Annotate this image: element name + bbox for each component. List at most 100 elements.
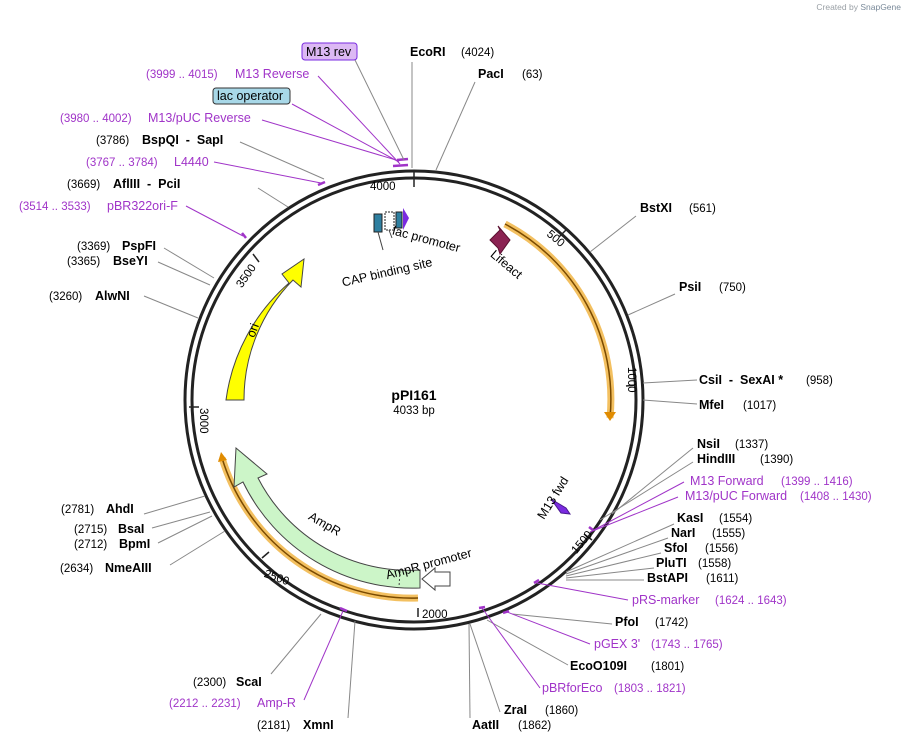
site-pos-pfoi: (1742) <box>655 617 688 629</box>
feature-label-ori: ori <box>244 321 262 339</box>
credit-prefix: Created by <box>816 2 858 12</box>
primer-pos-m13-forward: (1399 .. 1416) <box>781 476 853 488</box>
primer-label-m13-reverse: M13 Reverse <box>235 67 309 81</box>
site-pos-ecori: (4024) <box>461 47 494 59</box>
site-pos-aatii: (1862) <box>518 720 551 732</box>
primer-label-prs-marker: pRS-marker <box>632 593 699 607</box>
tick-mark-1000 <box>625 384 637 387</box>
site-pos-mfei: (1017) <box>743 400 776 412</box>
site-label-sfoi: SfoI <box>664 541 688 555</box>
site-label-kasi: KasI <box>677 511 703 525</box>
tick-mark-1500 <box>583 533 593 541</box>
site-label-bstapi: BstAPI <box>647 571 688 585</box>
site-label-zrai: ZraI <box>504 703 527 717</box>
tick-label-3000: 3000 <box>197 408 209 434</box>
leader-pbrforeco <box>481 607 541 689</box>
primer-pos-m13-puc-forward: (1408 .. 1430) <box>800 491 872 503</box>
ampr-arrow <box>233 446 421 589</box>
ampr-orf-line <box>221 457 419 599</box>
m13-rev-label-box <box>301 42 358 61</box>
site-pos-csii-sexai: (958) <box>806 375 833 387</box>
leader-ahdi <box>143 495 206 515</box>
site-label-csii-sexai: CsiI - SexAI * <box>699 373 783 387</box>
cap-callout <box>377 231 384 251</box>
site-pos-bsai: (2715) <box>74 524 107 536</box>
feature-label-cap-binding-site: CAP binding site <box>341 255 434 289</box>
site-label-nari: NarI <box>671 526 695 540</box>
site-label-scai: ScaI <box>236 675 262 689</box>
leader-nari <box>565 537 669 575</box>
site-pos-kasi: (1554) <box>719 513 752 525</box>
leader-alwni <box>143 295 199 319</box>
site-label-afliii-pcii: AflIII - PciI <box>113 177 180 191</box>
site-label-bseyi: BseYI <box>113 254 148 268</box>
tick-mark-3500 <box>252 253 260 263</box>
primer-label-pbr322ori-f: pBR322ori-F <box>107 199 178 213</box>
site-label-alwni: AlwNI <box>95 289 130 303</box>
site-pos-bstxi: (561) <box>689 203 716 215</box>
feature-label-lifeact: Lifeact <box>488 247 526 282</box>
primer-mark-9 <box>339 606 348 613</box>
leader-bpmi <box>157 515 213 544</box>
leader-pgex3 <box>506 611 591 645</box>
site-pos-ecoo109i: (1801) <box>651 661 684 673</box>
site-pos-ahdi: (2781) <box>61 504 94 516</box>
primer-mark-1 <box>392 163 409 168</box>
m13-rev-arrow <box>403 208 409 230</box>
primer-pos-m13-puc-reverse: (3980 .. 4002) <box>60 113 132 125</box>
site-label-pfoi: PfoI <box>615 615 639 629</box>
leader-hindiii <box>599 461 694 521</box>
site-pos-nmeaiii: (2634) <box>60 563 93 575</box>
site-label-bpmi: BpmI <box>119 537 150 551</box>
primer-label-m13-forward: M13 Forward <box>690 474 764 488</box>
site-label-psii: PsiI <box>679 280 701 294</box>
site-label-nsii: NsiI <box>697 437 720 451</box>
primer-label-pbrforeco: pBRforEco <box>542 681 602 695</box>
primer-mark-7 <box>478 605 486 610</box>
leader-pspfi <box>163 247 215 279</box>
site-pos-scai: (2300) <box>193 677 226 689</box>
primer-pos-pbr322ori-f: (3514 .. 3533) <box>19 201 91 213</box>
site-label-bstxi: BstXI <box>640 201 672 215</box>
primer-label-amp-r: Amp-R <box>257 696 296 710</box>
primer-pos-pgex3: (1743 .. 1765) <box>651 639 723 651</box>
primer-label-pgex3: pGEX 3' <box>594 637 640 651</box>
feature-label-lac-promoter: lac promoter <box>391 224 462 256</box>
site-pos-afliii-pcii: (3669) <box>67 179 100 191</box>
leader-pbr322ori-f <box>185 205 244 237</box>
leader-pluti <box>565 567 655 579</box>
primer-pos-m13-reverse: (3999 .. 4015) <box>146 69 218 81</box>
site-pos-pluti: (1558) <box>698 558 731 570</box>
leader-bsai <box>151 511 211 529</box>
primer-leaders <box>185 75 685 701</box>
lac-promoter-box <box>384 211 395 231</box>
tick-mark-500 <box>558 228 568 238</box>
tick-label-500: 500 <box>544 228 566 250</box>
site-label-paci: PacI <box>478 67 504 81</box>
ori-arrow <box>225 257 305 401</box>
tick-label-1000: 1000 <box>625 367 637 393</box>
leader-bstxi <box>589 215 637 253</box>
site-pos-psii: (750) <box>719 282 746 294</box>
leader-sfoi <box>565 552 662 577</box>
site-label-ecori: EcoRI <box>410 45 445 59</box>
ampr-promoter-arrow <box>421 566 451 592</box>
snapgene-logo: SnapGene <box>860 2 901 12</box>
site-pos-xmni: (2181) <box>257 720 290 732</box>
snapgene-credit: Created by SnapGene <box>816 2 901 12</box>
site-label-nmeaiii: NmeAIII <box>105 561 152 575</box>
site-pos-nsii: (1337) <box>735 439 768 451</box>
leader-zrai <box>469 623 501 713</box>
primer-mark-6 <box>533 578 540 585</box>
tick-marks <box>189 171 637 617</box>
primer-mark-4 <box>241 232 247 239</box>
primer-mark-2 <box>396 157 409 162</box>
site-pos-bstapi: (1611) <box>706 573 739 585</box>
tick-label-2000: 2000 <box>422 609 448 621</box>
ampr-orf-arrowhead <box>218 452 227 462</box>
lifeact-arrow <box>489 225 511 256</box>
plasmid-name: pPI161 <box>391 387 436 403</box>
feature-label-m13-fwd: M13 fwd <box>535 474 572 522</box>
leader-m13-forward <box>591 481 685 532</box>
leader-m13-puc-reverse <box>261 119 397 161</box>
